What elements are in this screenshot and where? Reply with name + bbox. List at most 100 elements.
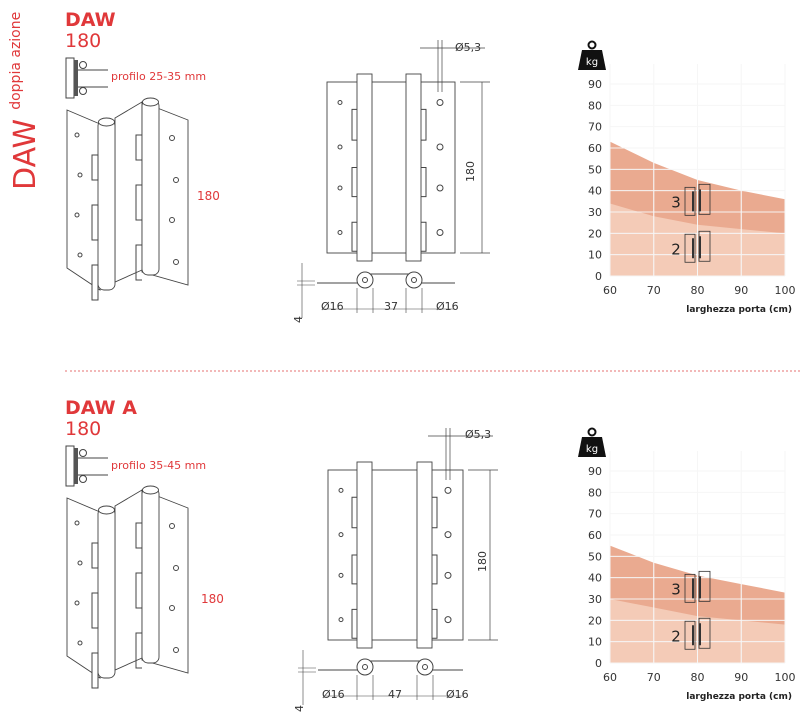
mini-hinge-knuckles bbox=[692, 576, 701, 599]
hinge-left-notch bbox=[91, 542, 99, 569]
screw-hole bbox=[77, 560, 83, 566]
drawing-hole bbox=[338, 532, 344, 538]
x-tick-label: 70 bbox=[647, 284, 661, 297]
y-tick-label: 20 bbox=[588, 614, 602, 627]
x-tick-label: 90 bbox=[734, 284, 748, 297]
y-tick-label: 80 bbox=[588, 99, 602, 112]
drawing-hole bbox=[444, 616, 452, 624]
weight-icon-label: kg bbox=[586, 57, 598, 68]
hinge-left-notch bbox=[91, 204, 99, 241]
bottom-view-knuckle bbox=[356, 271, 374, 289]
profile-hinge-shadow bbox=[74, 60, 78, 96]
profile-hinge-shadow bbox=[74, 448, 78, 484]
knuckle-right-dimension: Ø16 bbox=[446, 688, 469, 701]
y-tick-label: 20 bbox=[588, 227, 602, 240]
hole-dimension: Ø5,3 bbox=[465, 428, 492, 441]
drawing-notch bbox=[432, 608, 438, 639]
profile-label: profilo 35-45 mm bbox=[111, 459, 207, 472]
height-dimension-line bbox=[460, 81, 490, 254]
profile-frame-lines bbox=[78, 69, 108, 88]
bottom-view-knuckle bbox=[405, 271, 423, 289]
profile-frame-lines bbox=[78, 457, 108, 476]
drawing-knuckle bbox=[356, 73, 373, 262]
drawing-hole bbox=[436, 184, 444, 192]
hinge-left-notch bbox=[91, 592, 99, 629]
y-tick-label: 90 bbox=[588, 78, 602, 91]
hinge-right-notch bbox=[135, 632, 142, 669]
drawing-hole bbox=[338, 572, 344, 578]
x-axis-label: larghezza porta (cm) bbox=[686, 305, 792, 315]
drawing-notch bbox=[351, 608, 357, 639]
hinge-right-notch bbox=[135, 244, 142, 281]
bottom-view-pin bbox=[411, 277, 417, 283]
product-name: DAW A bbox=[65, 397, 137, 419]
product-size: 180 bbox=[65, 30, 102, 52]
hinge-left-notch bbox=[91, 652, 99, 689]
hinge-left-knuckle bbox=[97, 119, 116, 291]
drawing-notch bbox=[421, 167, 427, 198]
y-tick-label: 80 bbox=[588, 486, 602, 499]
x-axis-label: larghezza porta (cm) bbox=[686, 692, 792, 702]
series-label: 2 bbox=[671, 240, 681, 258]
knuckle-right-dimension: Ø16 bbox=[436, 300, 459, 313]
drawing-notch bbox=[432, 554, 438, 585]
y-tick-label: 40 bbox=[588, 572, 602, 585]
screw-hole bbox=[77, 640, 83, 646]
profile-knuckle bbox=[79, 475, 87, 483]
y-tick-label: 0 bbox=[595, 657, 602, 670]
section-divider bbox=[65, 370, 800, 372]
y-tick-label: 70 bbox=[588, 121, 602, 134]
drawing-notch bbox=[432, 496, 438, 529]
drawing-plate bbox=[327, 469, 464, 641]
weight-icon-ring bbox=[587, 427, 597, 437]
screw-hole bbox=[77, 172, 83, 178]
drawing-notch bbox=[421, 108, 427, 141]
x-tick-label: 60 bbox=[603, 284, 617, 297]
thickness-dimension-line bbox=[297, 263, 315, 318]
hinge-right-knuckle bbox=[141, 99, 160, 276]
drawing-hole bbox=[444, 571, 452, 579]
screw-hole bbox=[74, 212, 80, 218]
drawing-notch bbox=[351, 221, 357, 252]
x-tick-label: 60 bbox=[603, 671, 617, 684]
height-label: 180 bbox=[201, 592, 224, 606]
hinge-right-notch bbox=[135, 184, 142, 221]
screw-hole bbox=[169, 217, 175, 223]
bottom-dimension-lines bbox=[322, 288, 455, 313]
spacing-dimension: 37 bbox=[384, 300, 398, 313]
weight-icon-ring bbox=[587, 40, 597, 50]
y-tick-label: 70 bbox=[588, 508, 602, 521]
bottom-view-knuckle bbox=[356, 658, 374, 676]
drawing-hole bbox=[436, 99, 444, 107]
spacing-dimension: 47 bbox=[388, 688, 402, 701]
drawing-hole bbox=[337, 144, 343, 150]
drawing-hole bbox=[444, 531, 452, 539]
weight-icon bbox=[578, 437, 606, 457]
y-tick-label: 60 bbox=[588, 529, 602, 542]
y-tick-label: 30 bbox=[588, 593, 602, 606]
series-label: 3 bbox=[671, 580, 681, 598]
y-tick-label: 0 bbox=[595, 270, 602, 283]
product-size: 180 bbox=[65, 418, 102, 440]
drawing-notch bbox=[351, 554, 357, 585]
drawing-hole bbox=[444, 486, 452, 494]
hinge-right-notch bbox=[135, 572, 142, 609]
mini-hinge-icon bbox=[684, 573, 696, 603]
knuckle-left-dimension: Ø16 bbox=[321, 300, 344, 313]
hinge-left-knuckle bbox=[97, 507, 116, 679]
drawing-notch bbox=[421, 221, 427, 252]
x-tick-label: 80 bbox=[691, 671, 705, 684]
mini-hinge-icon bbox=[684, 233, 696, 263]
bottom-view-knuckle bbox=[416, 658, 434, 676]
drawing-notch bbox=[351, 167, 357, 198]
y-tick-label: 90 bbox=[588, 465, 602, 478]
hinge-left-notch bbox=[91, 154, 99, 181]
weight-icon-label: kg bbox=[586, 444, 598, 455]
hinge-right-knuckle bbox=[141, 487, 160, 664]
mini-hinge-knuckles bbox=[692, 623, 701, 646]
drawing-plate bbox=[326, 81, 456, 254]
screw-hole bbox=[173, 565, 179, 571]
drawing-hole bbox=[338, 617, 344, 623]
drawing-notch bbox=[351, 496, 357, 529]
drawing-knuckle bbox=[356, 461, 373, 649]
